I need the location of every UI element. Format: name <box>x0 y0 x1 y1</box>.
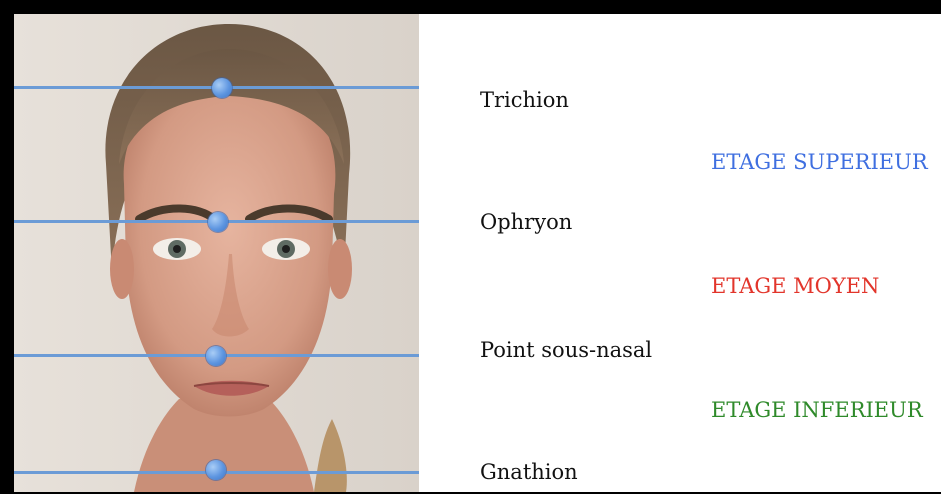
face-photo <box>14 14 419 492</box>
stage-lower: ETAGE INFERIEUR <box>711 398 923 422</box>
ophryon-point <box>208 212 228 232</box>
landmark-gnathion: Gnathion <box>480 460 578 484</box>
landmark-ophryon: Ophryon <box>480 210 572 234</box>
subnasal-point <box>206 346 226 366</box>
stage-middle: ETAGE MOYEN <box>711 274 879 298</box>
landmark-subnasal: Point sous-nasal <box>480 338 652 362</box>
figure-canvas: Trichion Ophryon Point sous-nasal Gnathi… <box>14 14 941 492</box>
trichion-point <box>212 78 232 98</box>
gnathion-point <box>206 460 226 480</box>
landmark-trichion: Trichion <box>480 88 569 112</box>
stage-upper: ETAGE SUPERIEUR <box>711 150 928 174</box>
